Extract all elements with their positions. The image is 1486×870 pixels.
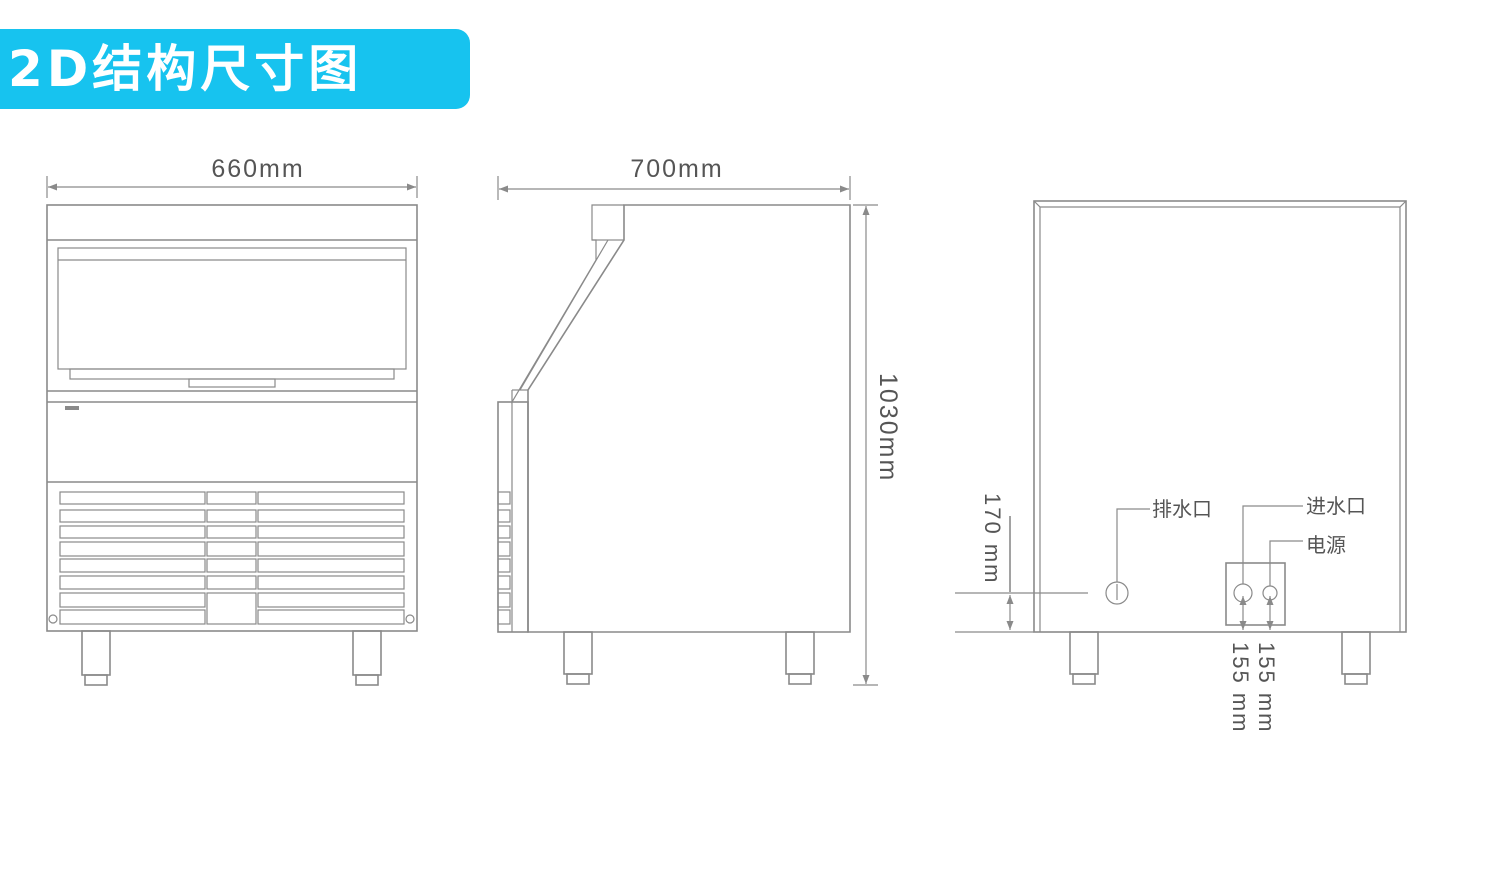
water-inlet-label: 进水口 <box>1306 494 1366 518</box>
power-height-label: 155 mm <box>1254 642 1279 733</box>
front-view: 660mm <box>46 155 418 686</box>
side-depth-label: 700mm <box>630 155 723 183</box>
page-title: 2D结构尺寸图 <box>8 40 363 98</box>
title-banner: 2D结构尺寸图 <box>0 29 470 109</box>
drain-label: 排水口 <box>1152 497 1212 521</box>
drain-height-label: 170 mm <box>980 493 1005 584</box>
back-view: 排水口 进水口 电源 170 mm 155 mm 155 mm <box>955 200 1407 733</box>
front-width-label: 660mm <box>211 155 304 183</box>
power-label: 电源 <box>1306 533 1346 557</box>
inlet-height-label: 155 mm <box>1228 642 1253 733</box>
side-view: 700mm 1030mm <box>497 155 902 686</box>
side-vent-slots <box>497 491 511 625</box>
front-vent-grille <box>59 491 405 625</box>
height-label: 1030mm <box>874 373 902 482</box>
